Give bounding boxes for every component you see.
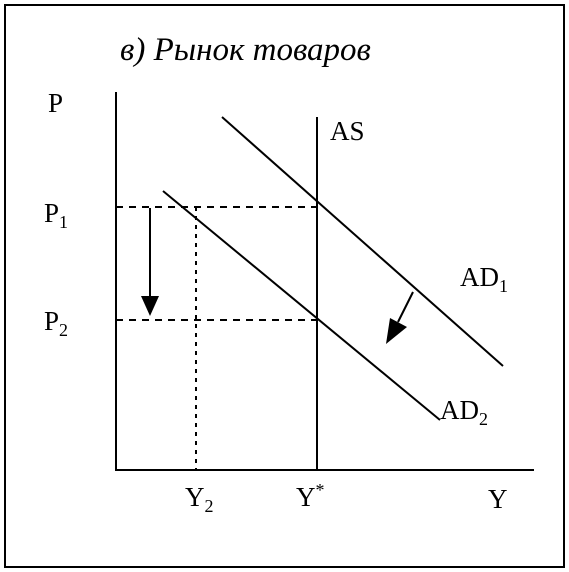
y-star-label-sup: * <box>316 480 325 500</box>
p2-label: P2 <box>44 306 68 340</box>
price-decline-arrowhead <box>141 296 159 316</box>
frame <box>4 4 565 568</box>
p1-label-main: P <box>44 198 59 228</box>
y-star-label: Y* <box>296 480 325 512</box>
as-label: AS <box>330 116 365 146</box>
ad1-label-sub: 1 <box>499 276 508 296</box>
y2-label: Y2 <box>185 482 214 516</box>
y2-label-sub: 2 <box>205 496 214 516</box>
ad2-label-main: AD <box>440 395 479 425</box>
ad1-label-main: AD <box>460 262 499 292</box>
p2-label-sub: 2 <box>59 320 68 340</box>
y2-label-main: Y <box>185 482 205 512</box>
y-axis-label: P <box>48 88 63 118</box>
p1-label: P1 <box>44 198 68 232</box>
ad2-curve <box>162 190 441 421</box>
p1-label-sub: 1 <box>59 212 68 232</box>
p2-label-main: P <box>44 306 59 336</box>
demand-shift-arrowhead <box>386 318 407 344</box>
x-axis-label: Y <box>488 484 508 514</box>
demand-shift-arrow-shaft <box>397 291 414 323</box>
diagram-title: в) Рынок товаров <box>120 32 371 68</box>
y-star-label-main: Y <box>296 482 316 512</box>
ad1-label: AD1 <box>460 262 508 296</box>
ad1-curve <box>221 116 504 367</box>
ad2-label-sub: 2 <box>479 409 488 429</box>
ad2-label: AD2 <box>440 395 488 429</box>
